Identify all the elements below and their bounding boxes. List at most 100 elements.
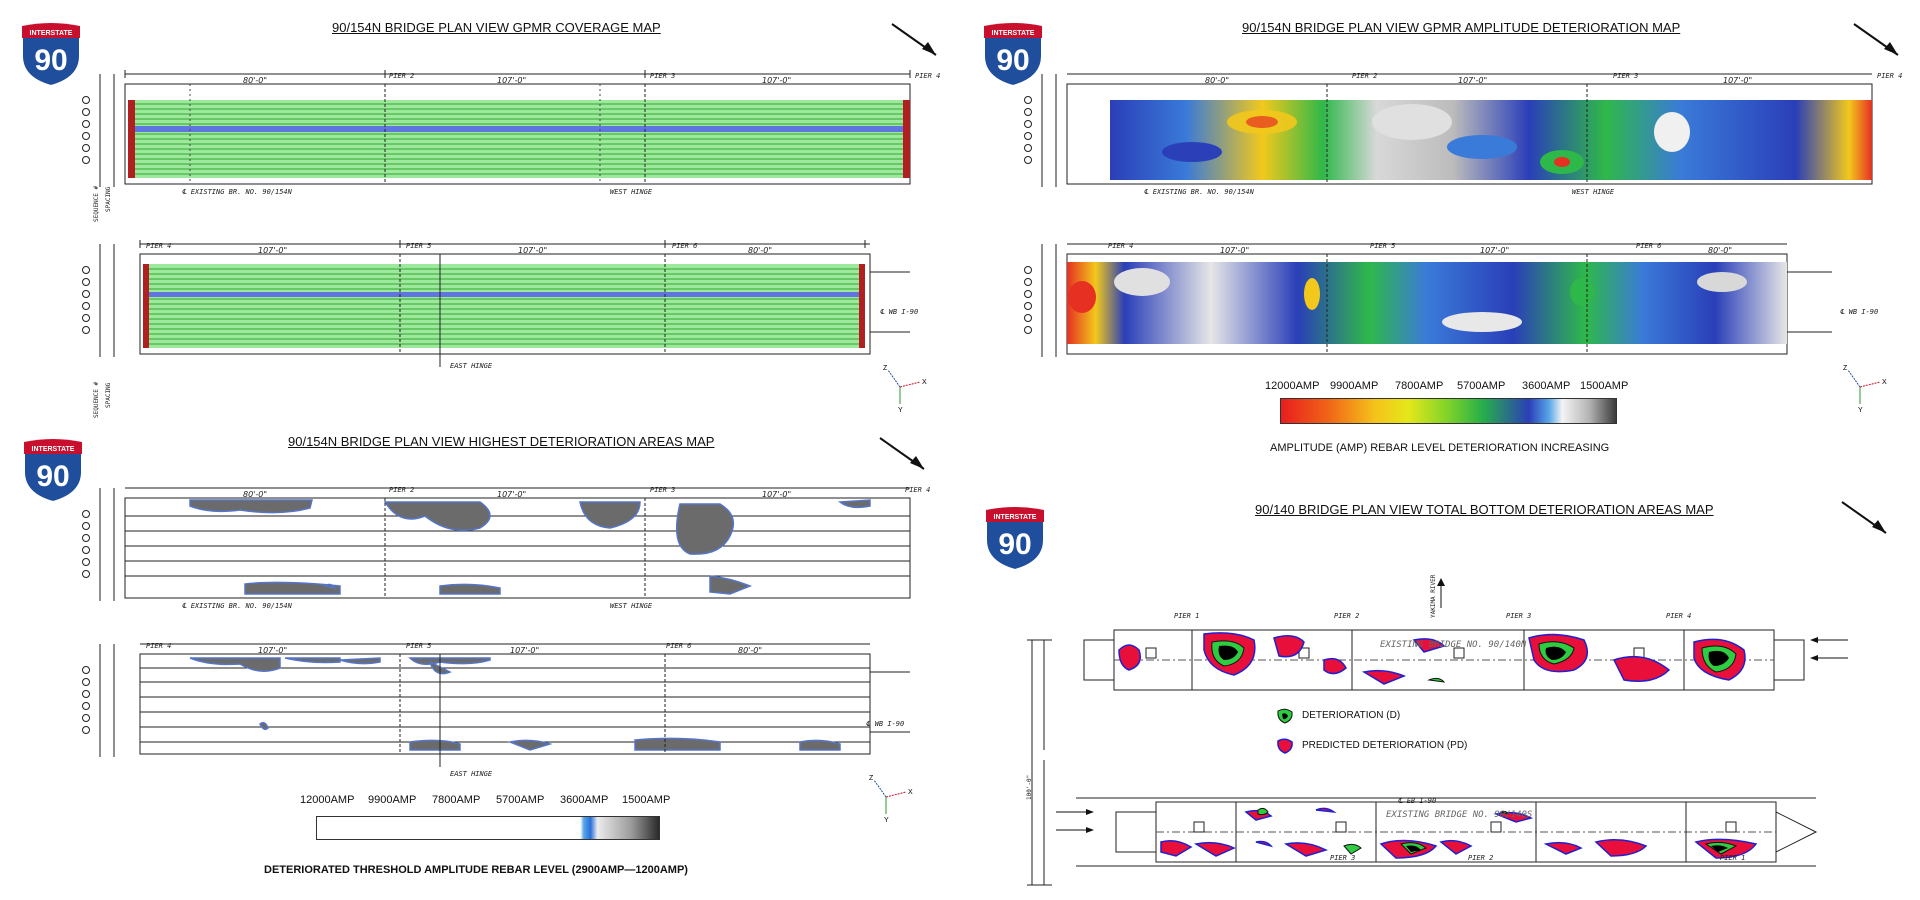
axis-triad-icon: Z X Y: [869, 775, 913, 824]
pier-5-label: PIER 5: [1370, 242, 1396, 250]
threshold-scale-label-3600: 3600AMP: [560, 794, 609, 806]
pier-6-label: PIER 6: [672, 242, 698, 250]
total-width-label: 100'-0": [1026, 774, 1033, 800]
span-107-label: 107'-0": [510, 646, 540, 655]
wb-i90-label: ℄ WB I-90: [866, 720, 905, 728]
amp-scale-label-3600: 3600AMP: [1522, 380, 1571, 392]
deterioration-legend-swatch: [1277, 708, 1293, 724]
pier-4-label: PIER 4: [146, 642, 172, 650]
svg-text:INTERSTATE: INTERSTATE: [992, 30, 1035, 37]
span-80-label: 80'-0": [243, 76, 268, 85]
svg-text:Z: Z: [1843, 365, 1848, 372]
interstate-90-shield-icon: INTERSTATE 90: [23, 438, 83, 504]
svg-text:X: X: [922, 379, 927, 386]
total-north-deck: [1083, 629, 1805, 691]
pier-5-label: PIER 5: [406, 242, 432, 250]
coverage-top-deck: [82, 70, 911, 187]
span-107-label: 107'-0": [762, 490, 792, 499]
svg-text:INTERSTATE: INTERSTATE: [994, 514, 1037, 521]
pier-4-label: PIER 4: [1877, 72, 1903, 80]
flow-arrows-icon: [1810, 637, 1848, 661]
coverage-map-title: 90/154N BRIDGE PLAN VIEW GPMR COVERAGE M…: [332, 20, 661, 35]
pier-4-label: PIER 4: [905, 486, 931, 494]
spacing-label: SPACING: [105, 382, 112, 408]
amplitude-map-panel: INTERSTATE 90 90/154N BRIDGE PLAN VIEW G…: [960, 0, 1920, 460]
pier-4-label: PIER 4: [146, 242, 172, 250]
total-width-dimension: [1027, 639, 1052, 886]
pier-3-label: PIER 3: [650, 72, 676, 80]
pier-1-label: PIER 1: [1174, 612, 1200, 620]
amp-scale-label-5700: 5700AMP: [1457, 380, 1506, 392]
threshold-scale-label-1500: 1500AMP: [622, 794, 671, 806]
deterioration-legend-label: DETERIORATION (D): [1302, 710, 1401, 721]
span-107-label: 107'-0": [518, 246, 548, 255]
river-arrow-icon: [1437, 578, 1445, 608]
predicted-deterioration-legend-swatch: [1277, 738, 1293, 754]
svg-text:INTERSTATE: INTERSTATE: [32, 446, 75, 453]
threshold-scale-caption: DETERIORATED THRESHOLD AMPLITUDE REBAR L…: [264, 864, 688, 876]
amplitude-top-deck: [1024, 73, 1873, 187]
svg-text:90: 90: [34, 44, 67, 77]
east-hinge-label: EAST HINGE: [450, 770, 493, 778]
threshold-scale-label-12000: 12000AMP: [300, 794, 355, 806]
amp-scale-label-1500: 1500AMP: [1580, 380, 1629, 392]
interstate-90-shield-icon: INTERSTATE 90: [983, 22, 1043, 88]
pier-4-label: PIER 4: [1666, 612, 1692, 620]
existing-bridge-label: ℄ EXISTING BR. NO. 90/154N: [182, 188, 292, 196]
svg-text:Y: Y: [898, 407, 903, 414]
pier-3-label: PIER 3: [650, 486, 676, 494]
existing-bridge-north-label: EXISTING BRIDGE NO. 90/140N: [1380, 640, 1527, 650]
north-arrow-icon: [879, 437, 925, 470]
pier-2-label: PIER 2: [389, 72, 415, 80]
span-107-label: 107'-0": [1220, 246, 1250, 255]
north-arrow-icon: [1853, 23, 1899, 56]
existing-bridge-south-label: EXISTING BRIDGE NO. 90/140S: [1386, 810, 1533, 820]
pier-6-label: PIER 6: [666, 642, 692, 650]
axis-triad-icon: Z X Y: [883, 365, 927, 414]
west-hinge-label: WEST HINGE: [610, 602, 653, 610]
svg-text:X: X: [908, 789, 913, 796]
interstate-90-shield-icon: INTERSTATE 90: [21, 22, 81, 88]
svg-text:Z: Z: [883, 365, 888, 372]
pier-4-label: PIER 4: [1108, 242, 1134, 250]
amplitude-color-scale: [1280, 398, 1617, 424]
pier-2-label: PIER 2: [1334, 612, 1360, 620]
coverage-bottom-deck: [82, 240, 910, 367]
spacing-label: SPACING: [105, 186, 112, 212]
threshold-color-scale: [316, 816, 660, 840]
span-80-label: 80'-0": [1205, 76, 1230, 85]
highest-deterioration-panel: INTERSTATE 90 90/154N BRIDGE PLAN VIEW H…: [0, 432, 960, 900]
threshold-scale-label-7800: 7800AMP: [432, 794, 481, 806]
amp-scale-label-12000: 12000AMP: [1265, 380, 1320, 392]
total-south-deck: [1076, 797, 1818, 867]
highest-deterioration-title: 90/154N BRIDGE PLAN VIEW HIGHEST DETERIO…: [288, 434, 715, 449]
wb-i90-label: ℄ WB I-90: [880, 308, 919, 316]
pier-1-label: PIER 1: [1720, 854, 1746, 862]
existing-bridge-label: ℄ EXISTING BR. NO. 90/154N: [1144, 188, 1254, 196]
interstate-90-shield-icon: INTERSTATE 90: [985, 506, 1045, 572]
pier-2-label: PIER 2: [389, 486, 415, 494]
span-80-label: 80'-0": [738, 646, 763, 655]
pier-5-label: PIER 5: [406, 642, 432, 650]
east-hinge-label: EAST HINGE: [450, 362, 493, 370]
north-arrow-icon: [1841, 501, 1887, 534]
span-80-label: 80'-0": [243, 490, 268, 499]
total-bottom-deterioration-panel: INTERSTATE 90 90/140 BRIDGE PLAN VIEW TO…: [960, 470, 1920, 900]
threshold-scale-label-9900: 9900AMP: [368, 794, 417, 806]
span-107-label: 107'-0": [258, 646, 288, 655]
amplitude-bottom-deck: [1024, 243, 1832, 357]
span-80-label: 80'-0": [748, 246, 773, 255]
span-107-label: 107'-0": [497, 490, 527, 499]
west-hinge-label: WEST HINGE: [1572, 188, 1615, 196]
pier-3-label: PIER 3: [1506, 612, 1532, 620]
svg-text:Y: Y: [884, 817, 889, 824]
north-arrow-icon: [891, 23, 937, 56]
svg-text:X: X: [1882, 379, 1887, 386]
highest-top-deck: [82, 487, 911, 601]
pier-3-label: PIER 3: [1330, 854, 1356, 862]
west-hinge-label: WEST HINGE: [610, 188, 653, 196]
span-107-label: 107'-0": [1458, 76, 1488, 85]
sequence-label: SEQUENCE #: [93, 185, 100, 222]
axis-triad-icon: Z X Y: [1843, 365, 1887, 414]
span-80-label: 80'-0": [1708, 246, 1733, 255]
